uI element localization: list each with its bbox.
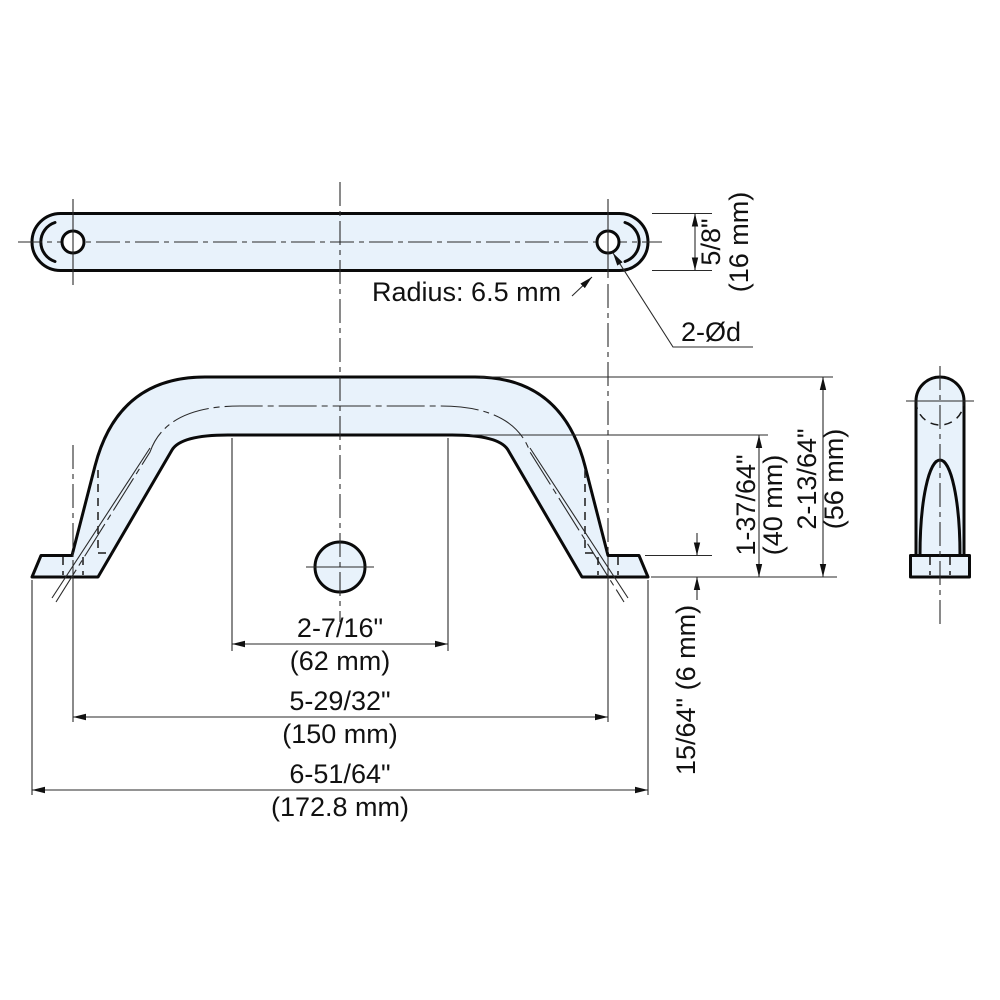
right-foot-hidden-lines: [584, 470, 619, 575]
left-foot-centerlines: [51, 445, 151, 722]
radius-label: Radius: 6.5 mm: [372, 277, 561, 307]
dim-foot-thickness: 15/64" (6 mm): [645, 533, 837, 775]
dim-mounting-pitch: 5-29/32" (150 mm): [73, 686, 608, 749]
dim-inner-width-inch: 2-7/16": [297, 613, 383, 643]
right-foot-centerlines: [529, 284, 629, 722]
dimensions: 5/8" (16 mm) Radius: 6.5 mm 2-Ød 2-13/64…: [31, 192, 849, 822]
right-end-fillet-arc: [623, 221, 641, 263]
dim-overall-length-inch: 6-51/64": [289, 759, 390, 789]
dim-overall-height-mm: (56 mm): [819, 429, 849, 530]
handle-front-outline: [30, 375, 650, 579]
dim-bar-thickness-inch: 5/8": [696, 218, 726, 265]
dim-inner-height-mm: (40 mm): [758, 455, 788, 556]
hole-callout: 2-Ød: [612, 252, 753, 348]
dim-overall-height-inch: 2-13/64": [792, 428, 822, 529]
dim-mounting-pitch-inch: 5-29/32": [289, 686, 390, 716]
dim-mounting-pitch-mm: (150 mm): [282, 719, 398, 749]
front-view: [30, 182, 650, 722]
hole-label: 2-Ød: [681, 317, 741, 347]
dim-foot-thickness-label: 15/64" (6 mm): [671, 605, 701, 775]
dim-bar-thickness: 5/8" (16 mm): [652, 192, 754, 293]
dim-overall-height: 2-13/64" (56 mm): [480, 376, 849, 577]
dim-bar-thickness-mm: (16 mm): [724, 192, 754, 293]
dim-overall-length: 6-51/64" (172.8 mm): [31, 580, 649, 822]
side-view: [906, 366, 974, 624]
radius-callout: Radius: 6.5 mm: [372, 276, 593, 307]
dim-overall-length-mm: (172.8 mm): [271, 792, 409, 822]
dim-inner-height: 1-37/64" (40 mm): [470, 434, 788, 577]
dim-inner-height-inch: 1-37/64": [731, 454, 761, 555]
dim-inner-width: 2-7/16" (62 mm): [231, 438, 449, 676]
dim-inner-width-mm: (62 mm): [290, 646, 391, 676]
left-foot-hidden-lines: [62, 470, 113, 575]
